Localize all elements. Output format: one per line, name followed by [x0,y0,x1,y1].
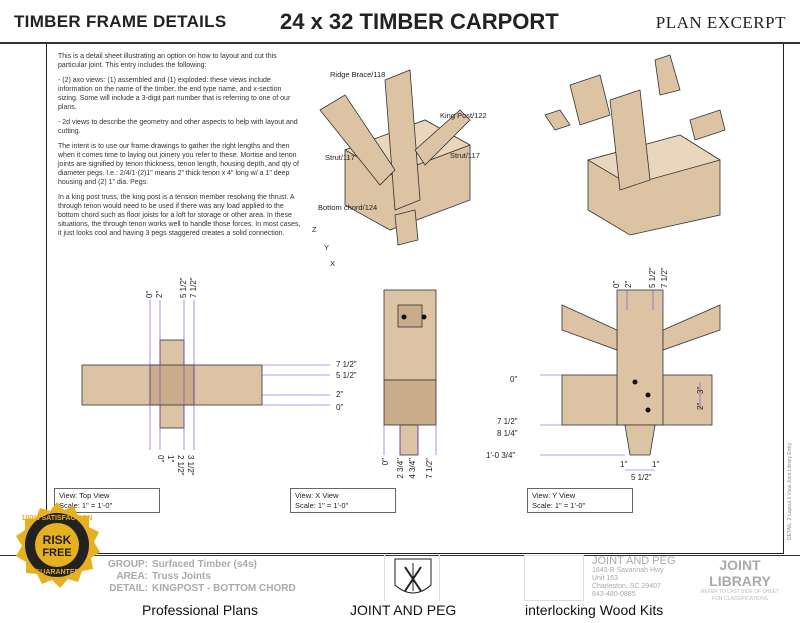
label-bottom-chord: Bottom chord/124 [318,203,377,212]
title-block: GROUP: Surfaced Timber (s4s) AREA: Truss J… [44,555,786,613]
axe-shield-icon [394,558,432,594]
dim: 7 1/2" [425,458,434,479]
view-name: View: Y View [532,491,576,500]
detail-label: DETAIL: [109,583,148,594]
address-line: Charleston, SC 29407 [592,583,661,590]
dimension-lines [149,290,701,471]
axis-z: Z [312,225,317,234]
dim: 0" [336,403,343,412]
view-name: View: Top View [59,491,110,500]
axo-exploded [544,54,726,236]
desc-para: - 2d views to describe the geometry and … [58,119,298,135]
dim: 0" [510,375,517,384]
logo-box [384,555,440,601]
dim: 2" [696,403,705,410]
dim: 2 3/4" [396,458,405,479]
x-view [383,289,437,456]
group-label: GROUP: [108,559,148,570]
dim: 7 1/2" [660,267,669,288]
dim: 2 1/2" [176,455,185,476]
sheet-subtitle: PLAN EXCERPT [655,13,786,32]
top-view [81,339,263,429]
library-note: FOR CLASSIFICATIONS [711,596,769,602]
risk-free-seal-badge: 100% SATISFACTION RISK FREE GUARANTEE [16,502,100,588]
dim: 1" [620,460,627,469]
view-scale: Scale: 1" = 1'-0" [295,501,349,510]
axo-assembled [319,69,471,246]
dim: 1" [166,455,175,462]
dim: 8 1/4" [497,429,518,438]
library-title: JOINT LIBRARY [709,557,771,589]
dim: 7 1/2" [497,417,518,426]
view-name: View: X View [295,491,339,500]
dim: 2" [155,291,164,298]
dim: 3 1/2" [186,455,195,476]
peg-holes [401,314,651,413]
dim: 2" [624,281,633,288]
phone: 843-480-0885 [592,591,636,598]
caption-wood-kits: interlocking Wood Kits [525,602,664,618]
dim: 5 1/2" [179,277,188,298]
axis-x: X [330,259,335,268]
seal-top: 100% SATISFACTION [22,515,93,522]
dim: 4 3/4" [408,458,417,479]
dim: 3" [696,387,705,394]
sheet-title: 24 x 32 TIMBER CARPORT [280,9,559,34]
address-line: 1643-B Savannah Hwy [592,567,664,574]
dim: 2" [336,390,343,399]
group-row: GROUP: Surfaced Timber (s4s) [44,559,384,571]
label-strut: Strut/117 [450,151,480,160]
dim: 5 1/2" [336,371,357,380]
detail-value: KINGPOST - BOTTOM CHORD [152,583,296,594]
dim: 5 1/2" [648,267,657,288]
area-label: AREA: [116,571,148,582]
dim: 1'-0 3/4" [486,451,515,460]
address-line: Unit 163 [592,575,619,582]
dim: 7 1/2" [189,277,198,298]
dimension-labels: 0" 2" 5 1/2" 7 1/2" 7 1/2" 5 1/2" 2" 0" … [145,267,705,482]
sheet-category: TIMBER FRAME DETAILS [14,12,227,31]
seal-risk: RISK [43,533,72,547]
side-text: DETAIL: 2 Layout 1 View Joint Library En… [787,442,793,540]
group-value: Surfaced Timber (s4s) [152,559,257,570]
label-ridge-brace: Ridge Brace/118 [330,70,385,79]
area-row: AREA: Truss Joints [44,571,384,583]
view-scale: Scale: 1" = 1'-0" [532,501,586,510]
description: This is a detail sheet illustrating an o… [58,52,302,244]
header-divider [0,42,800,44]
caption-brand: JOINT AND PEG [350,602,457,618]
view-scale: Scale: 1" = 1'-0" [59,501,113,510]
desc-para: - (2) axo views: (1) assembled and (1) e… [58,77,291,111]
library-note: REFER TO LAST SIDE OF SHEET [700,589,780,595]
dim: 0" [156,455,165,462]
axis-y: Y [324,243,329,252]
detail-row: DETAIL: KINGPOST - BOTTOM CHORD [44,583,384,595]
dim: 0" [145,291,154,298]
dim: 1" [652,460,659,469]
logo-faded [524,555,584,601]
desc-para: This is a detail sheet illustrating an o… [58,53,277,69]
label-king-post: King Post/122 [440,111,487,120]
area-value: Truss Joints [152,571,211,582]
caption-professional-plans: Professional Plans [142,602,258,618]
y-view [561,289,721,456]
seal-free: FREE [42,547,71,559]
dim: 0" [612,281,621,288]
dim: 5 1/2" [631,473,652,482]
company-name: JOINT AND PEG [592,555,676,567]
dim: 7 1/2" [336,360,357,369]
desc-para: In a king post truss, the king post is a… [58,194,301,237]
desc-para: The intent is to use our frame drawings … [58,143,299,186]
title-block-divider [0,555,800,556]
drawing-frame [46,44,784,554]
label-strut: Strut/117 [325,153,355,162]
seal-bottom: GUARANTEE [35,569,80,576]
dim: 0" [381,458,390,465]
